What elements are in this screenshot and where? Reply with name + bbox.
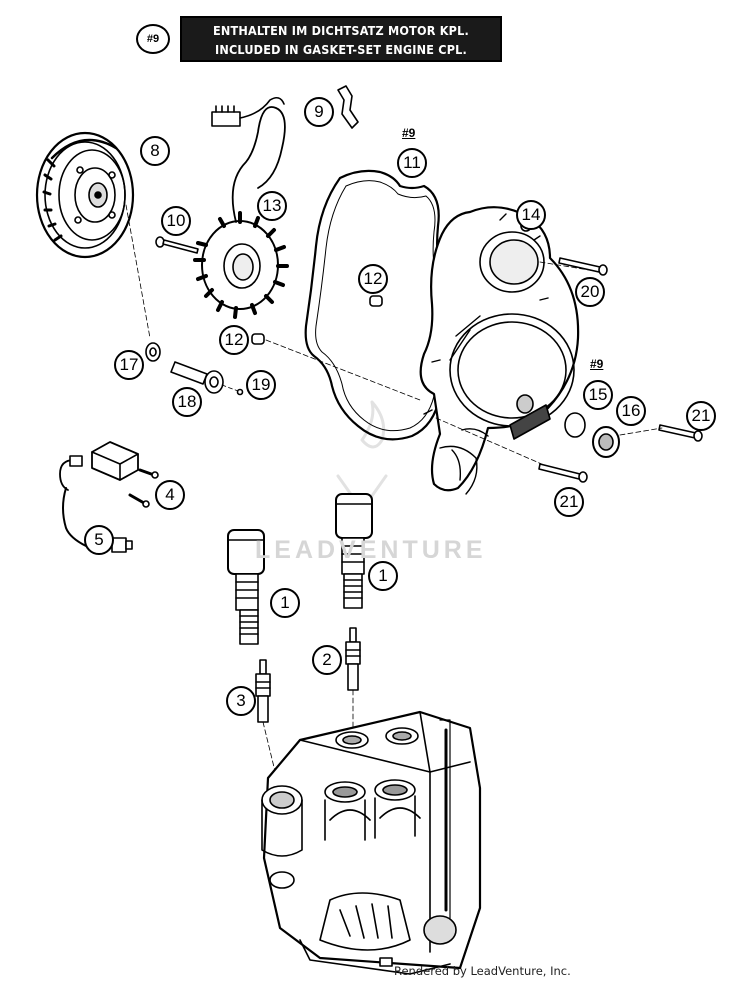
stator-connector — [211, 96, 285, 127]
stator-wire — [231, 106, 286, 223]
bolt-10 — [155, 236, 199, 254]
callout-17[interactable]: 17 — [114, 350, 144, 380]
plug-16 — [592, 426, 620, 458]
callout-20[interactable]: 20 — [575, 277, 605, 307]
pin-19 — [236, 388, 244, 396]
callout-15[interactable]: 15 — [583, 380, 613, 410]
callout-13[interactable]: 13 — [257, 191, 287, 221]
banner-line-german: ENTHALTEN IM DICHTSATZ MOTOR KPL. — [213, 23, 469, 38]
spark-plug-2 — [345, 627, 361, 691]
spark-plug-3 — [255, 659, 271, 723]
banner-hash-tag: #9 — [136, 24, 170, 54]
banner-line-english: INCLUDED IN GASKET-SET ENGINE CPL. — [214, 42, 468, 57]
callout-4[interactable]: 4 — [155, 480, 185, 510]
callout-2[interactable]: 2 — [312, 645, 342, 675]
ref-hash-11: #9 — [402, 126, 416, 140]
clip-9 — [337, 85, 359, 129]
ignition-coil-left — [227, 529, 265, 645]
callout-11[interactable]: 11 — [397, 148, 427, 178]
bolt-20 — [558, 257, 608, 276]
ignition-cover-15 — [419, 206, 580, 495]
callout-3[interactable]: 3 — [226, 686, 256, 716]
watermark-text: LEADVENTURE — [255, 536, 487, 564]
cylinder-head — [261, 710, 482, 975]
callout-16[interactable]: 16 — [616, 396, 646, 426]
sensor-connector-5 — [111, 537, 133, 553]
callout-1-left[interactable]: 1 — [270, 588, 300, 618]
flywheel-rotor — [35, 131, 135, 259]
bolt-4b — [128, 493, 150, 508]
callout-18[interactable]: 18 — [172, 387, 202, 417]
callout-21-lower[interactable]: 21 — [554, 487, 584, 517]
callout-19[interactable]: 19 — [246, 370, 276, 400]
callout-10[interactable]: 10 — [161, 206, 191, 236]
cylinder-head-port — [261, 785, 303, 857]
sensor-module-4 — [59, 441, 139, 491]
callout-12-upper[interactable]: 12 — [358, 264, 388, 294]
callout-1-right[interactable]: 1 — [368, 561, 398, 591]
callout-5[interactable]: 5 — [84, 525, 114, 555]
o-ring — [564, 412, 586, 438]
axis-line — [125, 204, 151, 339]
stator-13 — [193, 211, 289, 319]
callout-21-right[interactable]: 21 — [686, 401, 716, 431]
callout-14[interactable]: 14 — [516, 200, 546, 230]
ref-hash-15: #9 — [590, 357, 604, 371]
dowel-12-lower — [251, 333, 265, 345]
footer-credit: Rendered by LeadVenture, Inc. — [394, 964, 571, 978]
callout-12-lower[interactable]: 12 — [219, 325, 249, 355]
bolt-4a — [138, 468, 159, 479]
bolt-18 — [170, 361, 224, 394]
dowel-12-upper — [369, 295, 383, 307]
gasket-set-banner: ENTHALTEN IM DICHTSATZ MOTOR KPL. INCLUD… — [180, 16, 502, 62]
callout-8[interactable]: 8 — [140, 136, 170, 166]
washer-17 — [145, 342, 161, 362]
ignition-coil-right — [335, 493, 373, 609]
bolt-21-lower — [538, 463, 588, 483]
callout-9[interactable]: 9 — [304, 97, 334, 127]
